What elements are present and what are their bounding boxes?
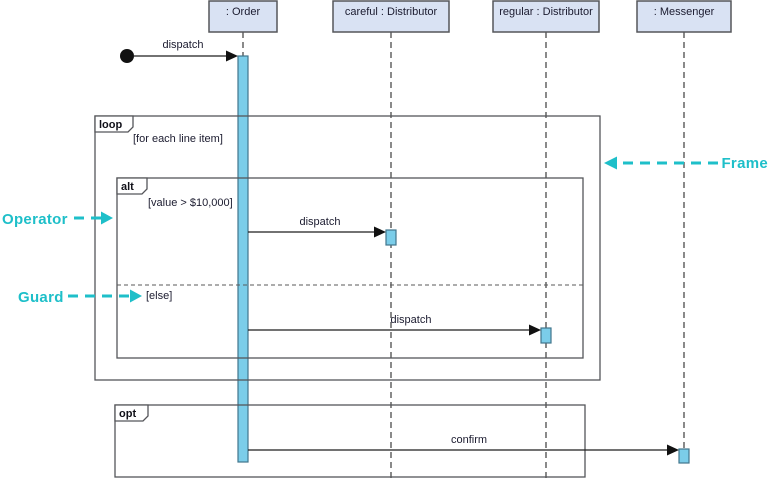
frame-alt: alt [value > $10,000] [else] [116, 177, 584, 359]
frame-opt-border [114, 404, 586, 478]
message-dispatch-initial-label: dispatch [163, 39, 204, 51]
annotation-operator-arrowhead-icon [101, 211, 113, 225]
frame-opt-operator-tab [114, 404, 149, 422]
activation-regular [540, 327, 552, 344]
lifeline-label-order: : Order [226, 6, 261, 18]
frame-loop-border [94, 115, 601, 381]
message-dispatch-regular-arrowhead-icon [529, 324, 541, 336]
lifeline-head-box-careful [332, 0, 450, 33]
message-dispatch-careful: dispatch [248, 216, 386, 238]
lifeline-label-messenger: : Messenger [654, 6, 715, 18]
annotation-frame-arrowhead-icon [604, 156, 617, 170]
lifeline-head-box-order [208, 0, 278, 33]
message-dispatch-careful-arrowhead-icon [374, 226, 386, 238]
message-confirm-label: confirm [451, 434, 487, 446]
message-confirm-arrowhead-icon [667, 444, 679, 456]
message-dispatch-initial-arrowhead-icon [226, 50, 238, 62]
annotation-guard: Guard [18, 289, 142, 306]
message-dispatch-careful-label: dispatch [300, 216, 341, 228]
message-dispatch-initial: dispatch [120, 39, 238, 63]
lifeline-head-box-regular [492, 0, 600, 33]
lifeline-label-careful: careful : Distributor [345, 6, 438, 18]
frame-alt-operator-label: alt [121, 181, 134, 193]
frame-loop-operator-tab [94, 115, 134, 133]
frame-opt: opt [114, 404, 586, 478]
lifeline-label-regular: regular : Distributor [499, 6, 593, 18]
activation-careful [385, 229, 397, 246]
lifeline-head-messenger: : Messenger [636, 0, 732, 33]
frame-loop-guard: [for each line item] [133, 133, 223, 145]
annotation-guard-label: Guard [18, 289, 64, 306]
frame-loop: loop [for each line item] [94, 115, 601, 381]
frame-opt-operator-label: opt [119, 408, 136, 420]
frame-alt-guard-1: [value > $10,000] [148, 197, 233, 209]
initial-node-icon [120, 49, 134, 63]
frame-alt-guard-else: [else] [146, 290, 172, 302]
message-confirm: confirm [248, 434, 679, 456]
message-dispatch-regular: dispatch [248, 314, 541, 336]
annotation-guard-arrowhead-icon [130, 289, 142, 303]
frame-loop-operator-label: loop [99, 119, 122, 131]
annotation-operator: Operator [2, 211, 113, 228]
activation-bar-order [237, 55, 249, 463]
frame-alt-operator-tab [116, 177, 148, 195]
lifeline-head-order: : Order [208, 0, 278, 33]
lifeline-head-careful-distributor: careful : Distributor [332, 0, 450, 33]
frame-alt-border [116, 177, 584, 359]
lifeline-head-regular-distributor: regular : Distributor [492, 0, 600, 33]
annotation-frame: Frame [604, 155, 768, 172]
annotation-operator-label: Operator [2, 211, 68, 228]
activation-messenger [678, 448, 690, 464]
message-dispatch-regular-label: dispatch [391, 314, 432, 326]
lifeline-head-box-messenger [636, 0, 732, 33]
annotation-frame-label: Frame [721, 155, 768, 172]
